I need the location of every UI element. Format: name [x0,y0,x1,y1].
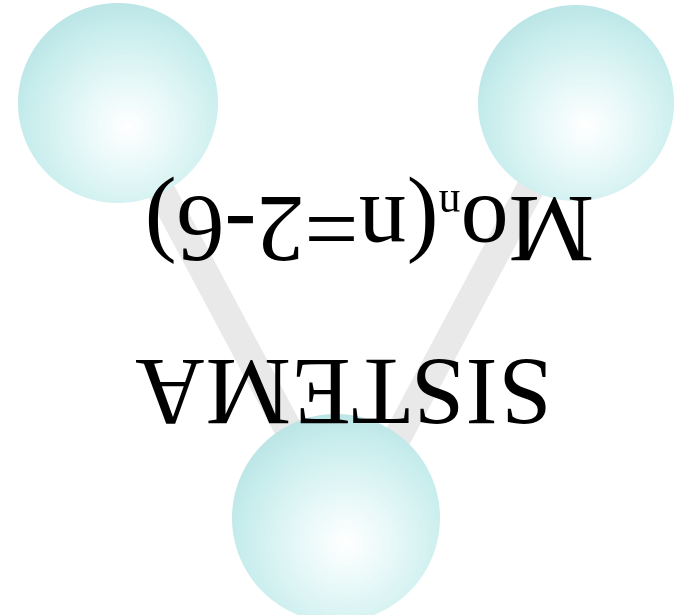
atom-top-right [478,5,674,201]
bond-left [136,156,324,484]
atoms [18,3,674,615]
atom-top-left [18,3,218,203]
bond-right [366,156,554,484]
atom-bottom [232,414,440,615]
